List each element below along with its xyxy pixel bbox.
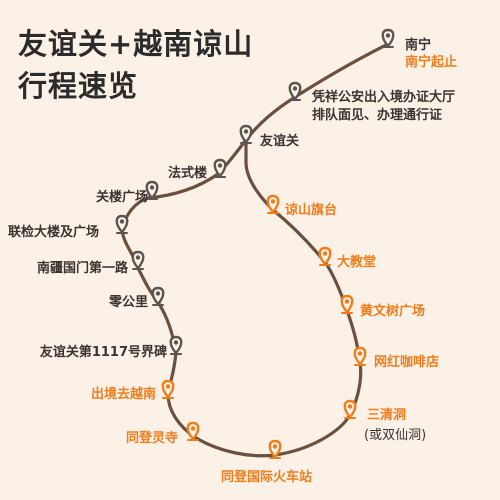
map-pin-dot [243, 129, 249, 134]
map-pin-icon [145, 180, 159, 200]
vietnam-stop-pin-qitai [266, 194, 280, 214]
map-pin-icon [266, 194, 280, 214]
stop-label-youyiguan: 友谊关 [260, 134, 300, 149]
map-pin-icon [169, 335, 183, 355]
map-pin-dot [149, 185, 155, 190]
stop-label-qitai: 谅山旗台 [285, 203, 338, 218]
page-title-line2: 行程速览 [18, 69, 139, 103]
map-pin-dot [155, 291, 161, 296]
stop-label-lingsi: 同登灵寺 [125, 431, 178, 446]
map-pin-dot [385, 33, 391, 38]
map-pin-dot [322, 251, 328, 256]
map-pin-icon [353, 346, 367, 366]
china-stop-pin-pingxiang [288, 81, 302, 101]
map-pin-dot [347, 404, 353, 409]
map-pin-icon [318, 246, 332, 266]
vietnam-stop-pin-kafei [353, 346, 367, 366]
map-pin-icon [161, 379, 175, 399]
map-pin-icon [131, 250, 145, 270]
map-pin-icon [213, 158, 227, 178]
stop-label-nanning: 南宁 [405, 38, 432, 53]
china-stop-pin-nanning [381, 28, 395, 48]
map-pin-icon [288, 81, 302, 101]
map-pin-icon [151, 286, 165, 306]
map-pin-icon [186, 421, 200, 441]
stop-label-fashilou: 法式楼 [167, 166, 207, 181]
stop-label-lianjian: 联检大楼及广场 [8, 225, 100, 240]
china-stop-pin-fashilou [213, 158, 227, 178]
china-stop-pin-lianjian [115, 214, 129, 234]
china-stop-pin-guanlou [145, 180, 159, 200]
vietnam-stop-pin-sanqing [343, 399, 357, 419]
vietnam-stop-pin-huoche [268, 439, 282, 459]
map-pin-icon [115, 214, 129, 234]
map-pin-icon [239, 124, 253, 144]
map-pin-dot [272, 444, 278, 449]
map-pin-dot [292, 86, 298, 91]
stop-label-huoche: 同登国际火车站 [221, 470, 313, 485]
map-pin-icon [343, 399, 357, 419]
map-pin-icon [268, 439, 282, 459]
china-stop-pin-nanjiang [131, 250, 145, 270]
stop-sublabel-pingxiang: 排队面见、办理通行证 [312, 108, 443, 123]
map-pin-dot [165, 384, 171, 389]
china-stop-pin-youyiguan [239, 124, 253, 144]
vietnam-stop-pin-lingsi [186, 421, 200, 441]
stop-label-nanjiang: 南疆国门第一路 [36, 261, 128, 276]
map-pin-dot [270, 199, 276, 204]
stop-label-jiebei: 友谊关第1117号界碑 [39, 345, 167, 360]
page-title-line1: 友谊关+越南谅山 [18, 27, 254, 61]
stop-sublabel-nanning: 南宁起止 [405, 55, 458, 70]
stop-label-sanqing: 三清洞 [367, 408, 407, 423]
stop-label-pingxiang: 凭祥公安出入境办证大厅 [312, 90, 456, 105]
stop-label-huangwenshu: 黄文树广场 [360, 304, 426, 319]
map-pin-dot [217, 163, 223, 168]
stop-label-linggongli: 零公里 [108, 295, 148, 310]
vietnam-stop-pin-chujing [161, 379, 175, 399]
map-pin-dot [135, 255, 141, 260]
stop-label-kafei: 网红咖啡店 [374, 355, 440, 370]
map-pin-dot [344, 299, 350, 304]
map-pin-dot [119, 219, 125, 224]
stop-label-chujing: 出境去越南 [90, 387, 156, 402]
map-pin-dot [357, 351, 363, 356]
map-pin-icon [381, 28, 395, 48]
vietnam-stop-pin-huangwenshu [340, 294, 354, 314]
map-pin-dot [173, 340, 179, 345]
map-pin-icon [340, 294, 354, 314]
china-stop-pin-jiebei [169, 335, 183, 355]
vietnam-stop-pin-jiaotang [318, 246, 332, 266]
map-pin-dot [190, 426, 196, 431]
stop-label-jiaotang: 大教堂 [337, 255, 377, 270]
stop-label-guanlou: 关楼广场 [95, 190, 148, 205]
stop-sublabel-sanqing: (或双仙洞) [364, 428, 427, 443]
china-stop-pin-linggongli [151, 286, 165, 306]
